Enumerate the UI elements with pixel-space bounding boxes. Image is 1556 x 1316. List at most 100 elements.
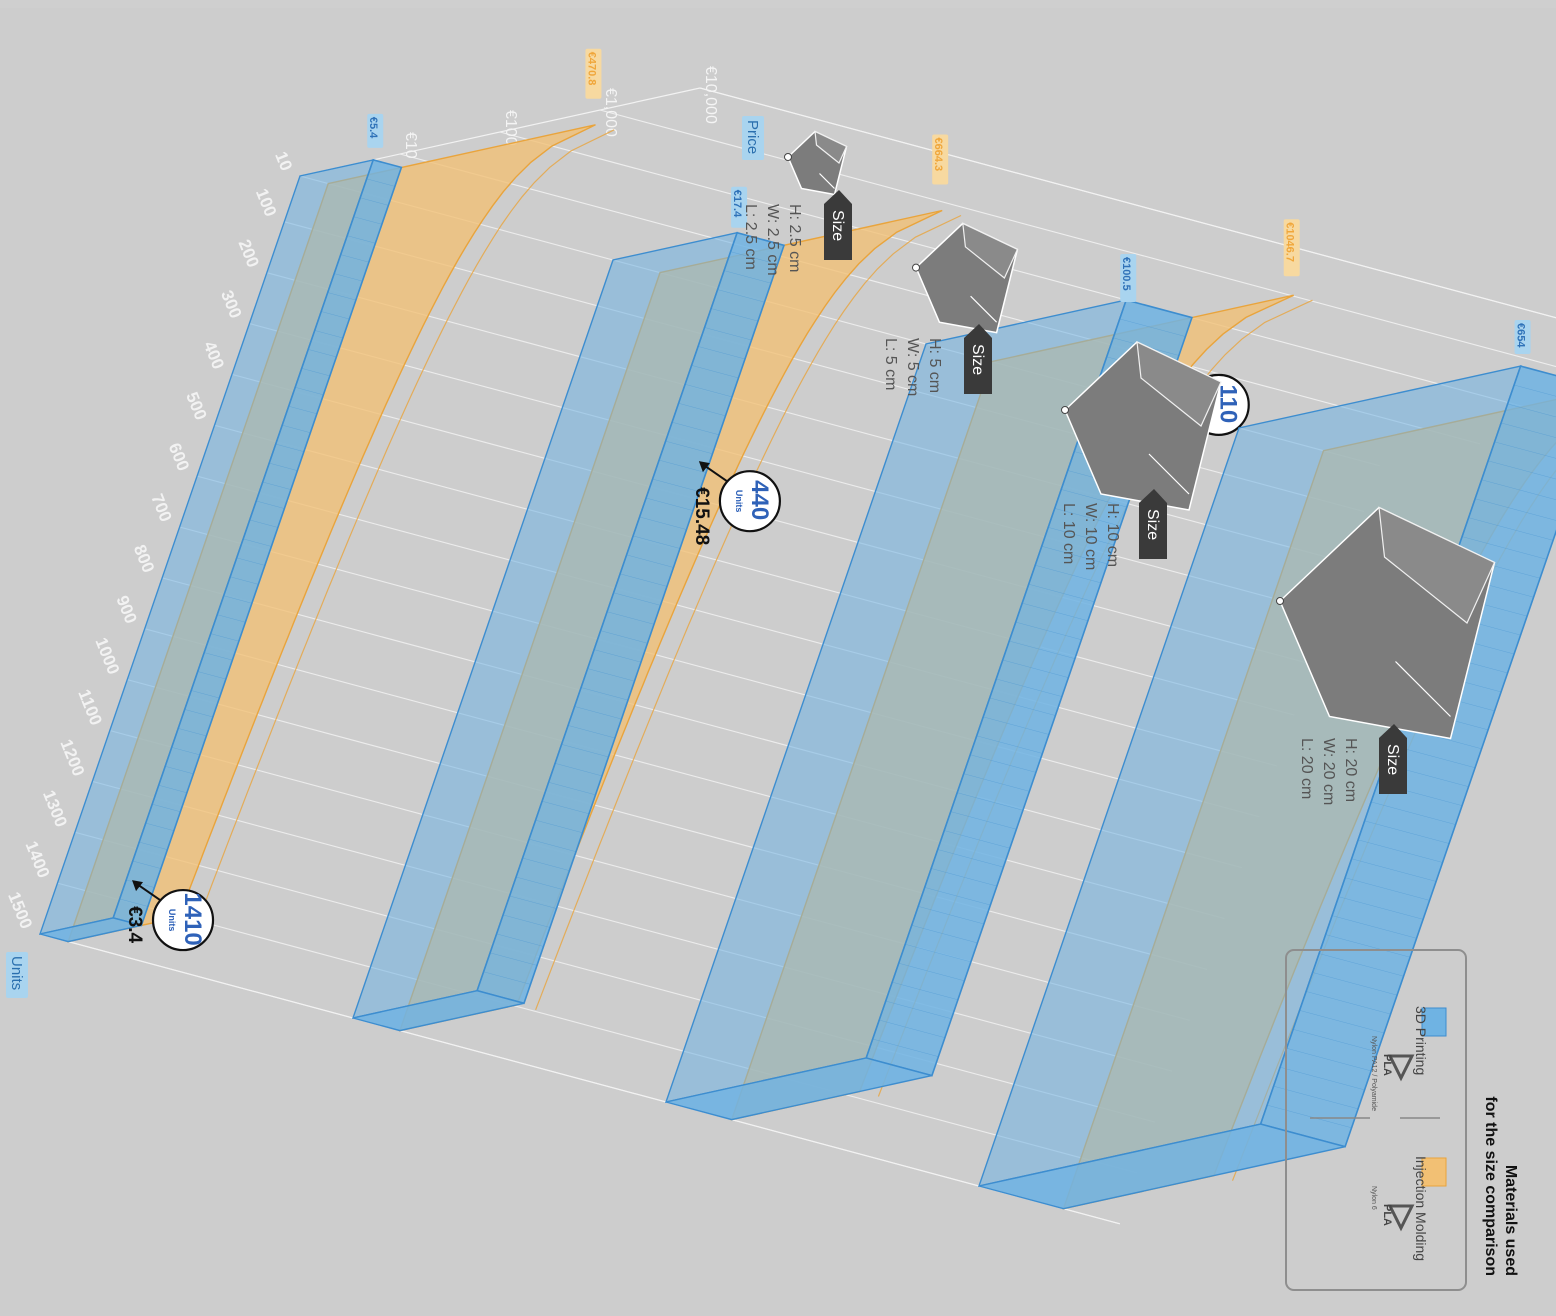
molding-price-label: €1046.7 xyxy=(1283,219,1300,277)
printing-hatch xyxy=(178,728,207,737)
cube-edge xyxy=(970,295,998,323)
printing-price-label-bg xyxy=(367,113,384,148)
printing-slab-end xyxy=(978,1123,1346,1210)
printing-hatch xyxy=(152,803,181,812)
printing-slab-end xyxy=(665,1057,933,1121)
break-even-units: 1410 xyxy=(179,892,206,945)
grid-line-units xyxy=(109,729,1190,1021)
x-tick-label: 100 xyxy=(252,186,280,219)
printing-hatch xyxy=(626,554,674,568)
dimension-text: W: 2.5 cm xyxy=(764,204,781,276)
printing-hatch xyxy=(256,500,285,509)
break-even-circle xyxy=(718,470,781,533)
dimension-text: W: 5 cm xyxy=(904,338,921,396)
printing-hatch xyxy=(204,652,233,661)
break-even-price: €15.48 xyxy=(691,487,712,545)
printing-hatch xyxy=(1041,546,1108,565)
units-axis-tag: Units xyxy=(6,952,28,998)
printing-price-label-text: €17.4 xyxy=(731,190,743,218)
printing-hatch xyxy=(1286,1048,1372,1072)
printing-hatch xyxy=(1048,527,1115,546)
printing-hatch xyxy=(217,614,246,623)
printing-hatch xyxy=(1022,602,1089,622)
size-tag-text: Size xyxy=(829,210,846,241)
legend-frame xyxy=(1285,949,1467,1291)
printing-hatch xyxy=(879,1019,946,1038)
price-tick-label: €1,000 xyxy=(602,88,619,137)
printing-hatch xyxy=(645,497,694,511)
printing-hatch xyxy=(717,289,765,303)
cube-inner xyxy=(1378,506,1496,624)
printing-hatch xyxy=(1318,953,1404,977)
printing-hatch xyxy=(996,678,1063,697)
printing-hatch xyxy=(288,405,317,415)
printing-hatch xyxy=(321,311,350,320)
printing-hatch xyxy=(197,671,226,680)
printing-hatch xyxy=(710,308,759,322)
printing-hatch xyxy=(1487,460,1556,480)
front-edge-line xyxy=(39,933,1121,1225)
printing-hatch xyxy=(1015,621,1082,640)
printing-hatch xyxy=(684,384,733,398)
price-axis-label: Price xyxy=(744,120,761,154)
top-edge-line xyxy=(699,87,1556,319)
printing-hatch xyxy=(139,841,168,850)
printing-hatch xyxy=(308,349,337,358)
cube-edge xyxy=(1395,661,1451,717)
printing-hatch xyxy=(1028,583,1095,603)
printing-hatch xyxy=(243,538,272,547)
break-even-pointer xyxy=(136,883,164,903)
printing-hatch xyxy=(697,346,746,360)
printing-price-label: €5.4 xyxy=(367,113,384,148)
printing-slab-end xyxy=(352,989,525,1032)
printing-hatch xyxy=(249,519,278,528)
printing-hatch xyxy=(496,933,544,947)
legend-material: PLA xyxy=(1381,1054,1393,1076)
printing-hatch xyxy=(191,690,220,699)
grid-line-units xyxy=(127,679,1208,970)
printing-hatch xyxy=(541,800,590,815)
printing-hatch xyxy=(1364,820,1450,844)
price-tick-label: €10,000 xyxy=(702,66,719,124)
dimension-text: H: 5 cm xyxy=(926,338,943,393)
size-tag-text: Size xyxy=(1144,509,1161,540)
printing-hatch xyxy=(522,857,570,871)
cube-edge xyxy=(819,173,835,189)
molding-price-label: €664.3 xyxy=(932,134,949,185)
legend-material-detail: Nylon 6 xyxy=(1370,1186,1377,1210)
printing-hatch xyxy=(567,725,616,739)
dimension-text: W: 10 cm xyxy=(1082,503,1099,570)
printing-hatch xyxy=(535,819,583,833)
printing-hatch xyxy=(665,440,713,454)
dimension-text: L: 5 cm xyxy=(882,338,899,390)
printing-price-label-text: €5.4 xyxy=(367,117,379,139)
molding-price-label-bg xyxy=(585,48,602,99)
printing-hatch xyxy=(1312,972,1398,996)
printing-hatch xyxy=(145,822,174,831)
dimension-text: W: 20 cm xyxy=(1320,738,1337,805)
printing-hatch xyxy=(976,735,1043,754)
printing-hatch xyxy=(275,443,304,452)
recycle-icon xyxy=(1387,1054,1415,1082)
size-tag: Size xyxy=(1139,489,1167,559)
x-tick-label: 600 xyxy=(165,440,193,473)
dimension-text: H: 20 cm xyxy=(1342,738,1359,802)
cube-node xyxy=(912,263,920,272)
grid-layer xyxy=(39,87,1556,1225)
printing-hatch xyxy=(515,876,564,890)
molding-curve-edge xyxy=(535,214,962,1011)
printing-hatch xyxy=(580,687,629,701)
price-tick-label: €10 xyxy=(402,132,419,159)
size-tag: Size xyxy=(1379,724,1407,794)
price-axis-tag: Price xyxy=(742,116,764,160)
x-tick-label: 200 xyxy=(235,237,263,270)
cube-node xyxy=(1061,406,1069,414)
legend-title-line2: for the size comparison xyxy=(1482,1096,1499,1276)
printing-price-label-bg xyxy=(731,186,748,228)
printing-hatch xyxy=(600,630,648,644)
size-tag-text: Size xyxy=(1384,744,1401,775)
printing-hatch xyxy=(937,849,1004,868)
